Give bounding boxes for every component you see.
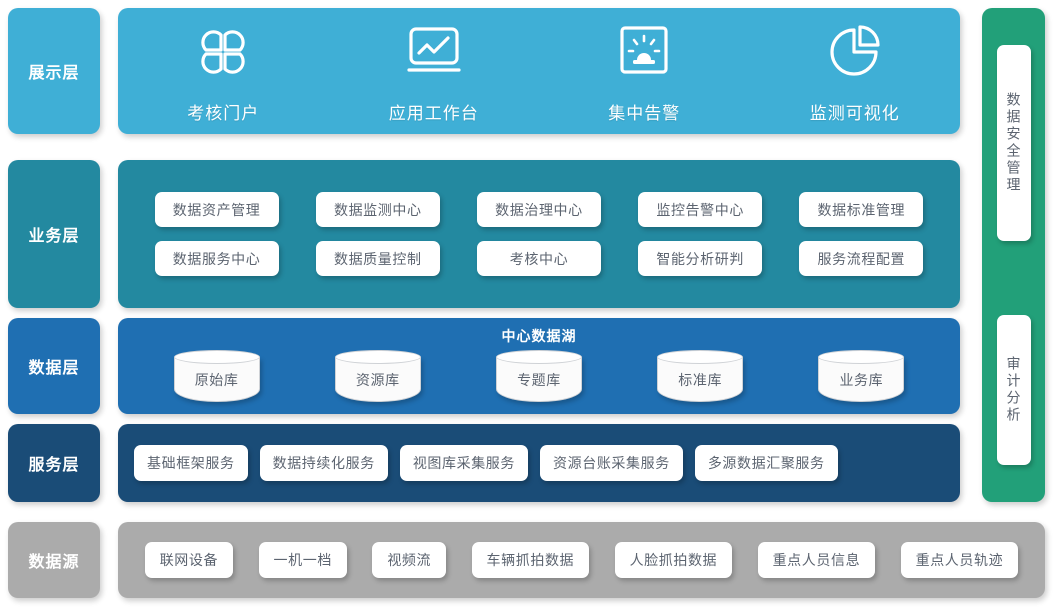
service-chip[interactable]: 资源台账采集服务 — [540, 445, 683, 481]
four-petal-flower-icon — [190, 19, 256, 85]
layer-body-data: 中心数据湖 原始库 资源库 专题库 标准库 — [118, 318, 960, 414]
cylinder-body — [334, 357, 421, 402]
cylinder-top — [334, 350, 421, 364]
business-chip[interactable]: 数据监测中心 — [315, 192, 440, 227]
business-row-1: 数据资产管理 数据监测中心 数据治理中心 监控告警中心 数据标准管理 — [136, 192, 942, 227]
business-chip[interactable]: 数据治理中心 — [476, 192, 601, 227]
database-label: 业务库 — [839, 371, 884, 388]
cylinder-top — [495, 350, 582, 364]
layer-label-service-text: 服务层 — [28, 457, 80, 474]
cylinder-body — [173, 357, 260, 402]
presentation-item-label: 监测可视化 — [809, 103, 900, 123]
service-chip[interactable]: 数据持续化服务 — [259, 445, 388, 481]
cylinder-body — [818, 357, 905, 402]
presentation-item-alarm[interactable]: 集中告警 — [569, 19, 719, 124]
source-chip[interactable]: 车辆抓拍数据 — [471, 542, 590, 578]
service-chip[interactable]: 多源数据汇聚服务 — [694, 445, 838, 481]
source-chip[interactable]: 一机一档 — [258, 542, 347, 578]
service-chip[interactable]: 基础框架服务 — [134, 445, 248, 481]
presentation-item-visualization[interactable]: 监测可视化 — [780, 19, 930, 124]
database-cylinder[interactable]: 资源库 — [334, 350, 421, 402]
monitor-line-chart-icon — [401, 19, 467, 85]
layer-label-source-text: 数据源 — [28, 554, 80, 571]
layer-label-business-text: 业务层 — [28, 228, 80, 245]
layer-body-business: 数据资产管理 数据监测中心 数据治理中心 监控告警中心 数据标准管理 数据服务中… — [118, 160, 960, 308]
layer-label-presentation-text: 展示层 — [28, 65, 80, 82]
layer-body-service: 基础框架服务 数据持续化服务 视图库采集服务 资源台账采集服务 多源数据汇聚服务 — [118, 424, 960, 502]
source-chip[interactable]: 联网设备 — [144, 542, 234, 578]
cylinder-top — [818, 350, 905, 364]
database-label: 原始库 — [194, 371, 239, 388]
database-cylinder[interactable]: 专题库 — [495, 350, 582, 402]
presentation-item-label: 集中告警 — [608, 103, 681, 123]
cylinder-top — [173, 350, 260, 364]
side-card-label: 审计分析 — [1005, 356, 1022, 424]
layer-label-service: 服务层 — [8, 424, 100, 502]
presentation-item-workbench[interactable]: 应用工作台 — [359, 19, 509, 124]
layer-label-source: 数据源 — [8, 522, 100, 598]
layer-body-presentation: 考核门户 应用工作台 — [118, 8, 960, 134]
database-row: 原始库 资源库 专题库 标准库 业务库 — [136, 348, 942, 404]
layer-label-data: 数据层 — [8, 318, 100, 414]
layer-label-data-text: 数据层 — [28, 360, 80, 377]
side-panel-governance: 数据安全管理 审计分析 — [982, 8, 1045, 502]
business-chip[interactable]: 监控告警中心 — [638, 192, 763, 227]
layer-label-presentation: 展示层 — [8, 8, 100, 134]
database-cylinder[interactable]: 业务库 — [818, 350, 905, 402]
presentation-item-portal[interactable]: 考核门户 — [148, 19, 298, 124]
alarm-siren-icon — [611, 19, 677, 85]
data-lake-title: 中心数据湖 — [501, 328, 577, 344]
business-chip[interactable]: 数据服务中心 — [154, 241, 279, 276]
source-chip[interactable]: 重点人员信息 — [757, 542, 876, 578]
database-label: 标准库 — [678, 371, 723, 388]
side-card-data-security[interactable]: 数据安全管理 — [996, 45, 1031, 241]
side-card-audit-analysis[interactable]: 审计分析 — [996, 315, 1031, 465]
presentation-item-label: 考核门户 — [187, 103, 260, 123]
database-cylinder[interactable]: 原始库 — [173, 350, 260, 402]
database-label: 专题库 — [517, 371, 561, 388]
business-chip[interactable]: 智能分析研判 — [638, 241, 763, 276]
layer-label-business: 业务层 — [8, 160, 100, 308]
business-chip[interactable]: 数据标准管理 — [799, 192, 924, 227]
business-row-2: 数据服务中心 数据质量控制 考核中心 智能分析研判 服务流程配置 — [136, 241, 942, 276]
layer-body-source: 联网设备 一机一档 视频流 车辆抓拍数据 人脸抓拍数据 重点人员信息 重点人员轨… — [118, 522, 1045, 598]
cylinder-body — [495, 357, 582, 402]
source-chip[interactable]: 重点人员轨迹 — [900, 542, 1019, 578]
cylinder-body — [657, 357, 744, 402]
database-label: 资源库 — [355, 371, 400, 388]
presentation-item-label: 应用工作台 — [388, 103, 479, 123]
business-chip[interactable]: 数据质量控制 — [315, 241, 440, 276]
side-card-label: 数据安全管理 — [1005, 92, 1022, 194]
source-chip[interactable]: 人脸抓拍数据 — [614, 542, 733, 578]
pie-chart-icon — [822, 19, 888, 85]
business-chip[interactable]: 考核中心 — [476, 241, 601, 276]
business-chip[interactable]: 服务流程配置 — [799, 241, 924, 276]
source-chip[interactable]: 视频流 — [372, 542, 447, 578]
service-chip[interactable]: 视图库采集服务 — [399, 445, 529, 481]
cylinder-top — [657, 350, 744, 364]
database-cylinder[interactable]: 标准库 — [657, 350, 744, 402]
business-chip[interactable]: 数据资产管理 — [154, 192, 279, 227]
